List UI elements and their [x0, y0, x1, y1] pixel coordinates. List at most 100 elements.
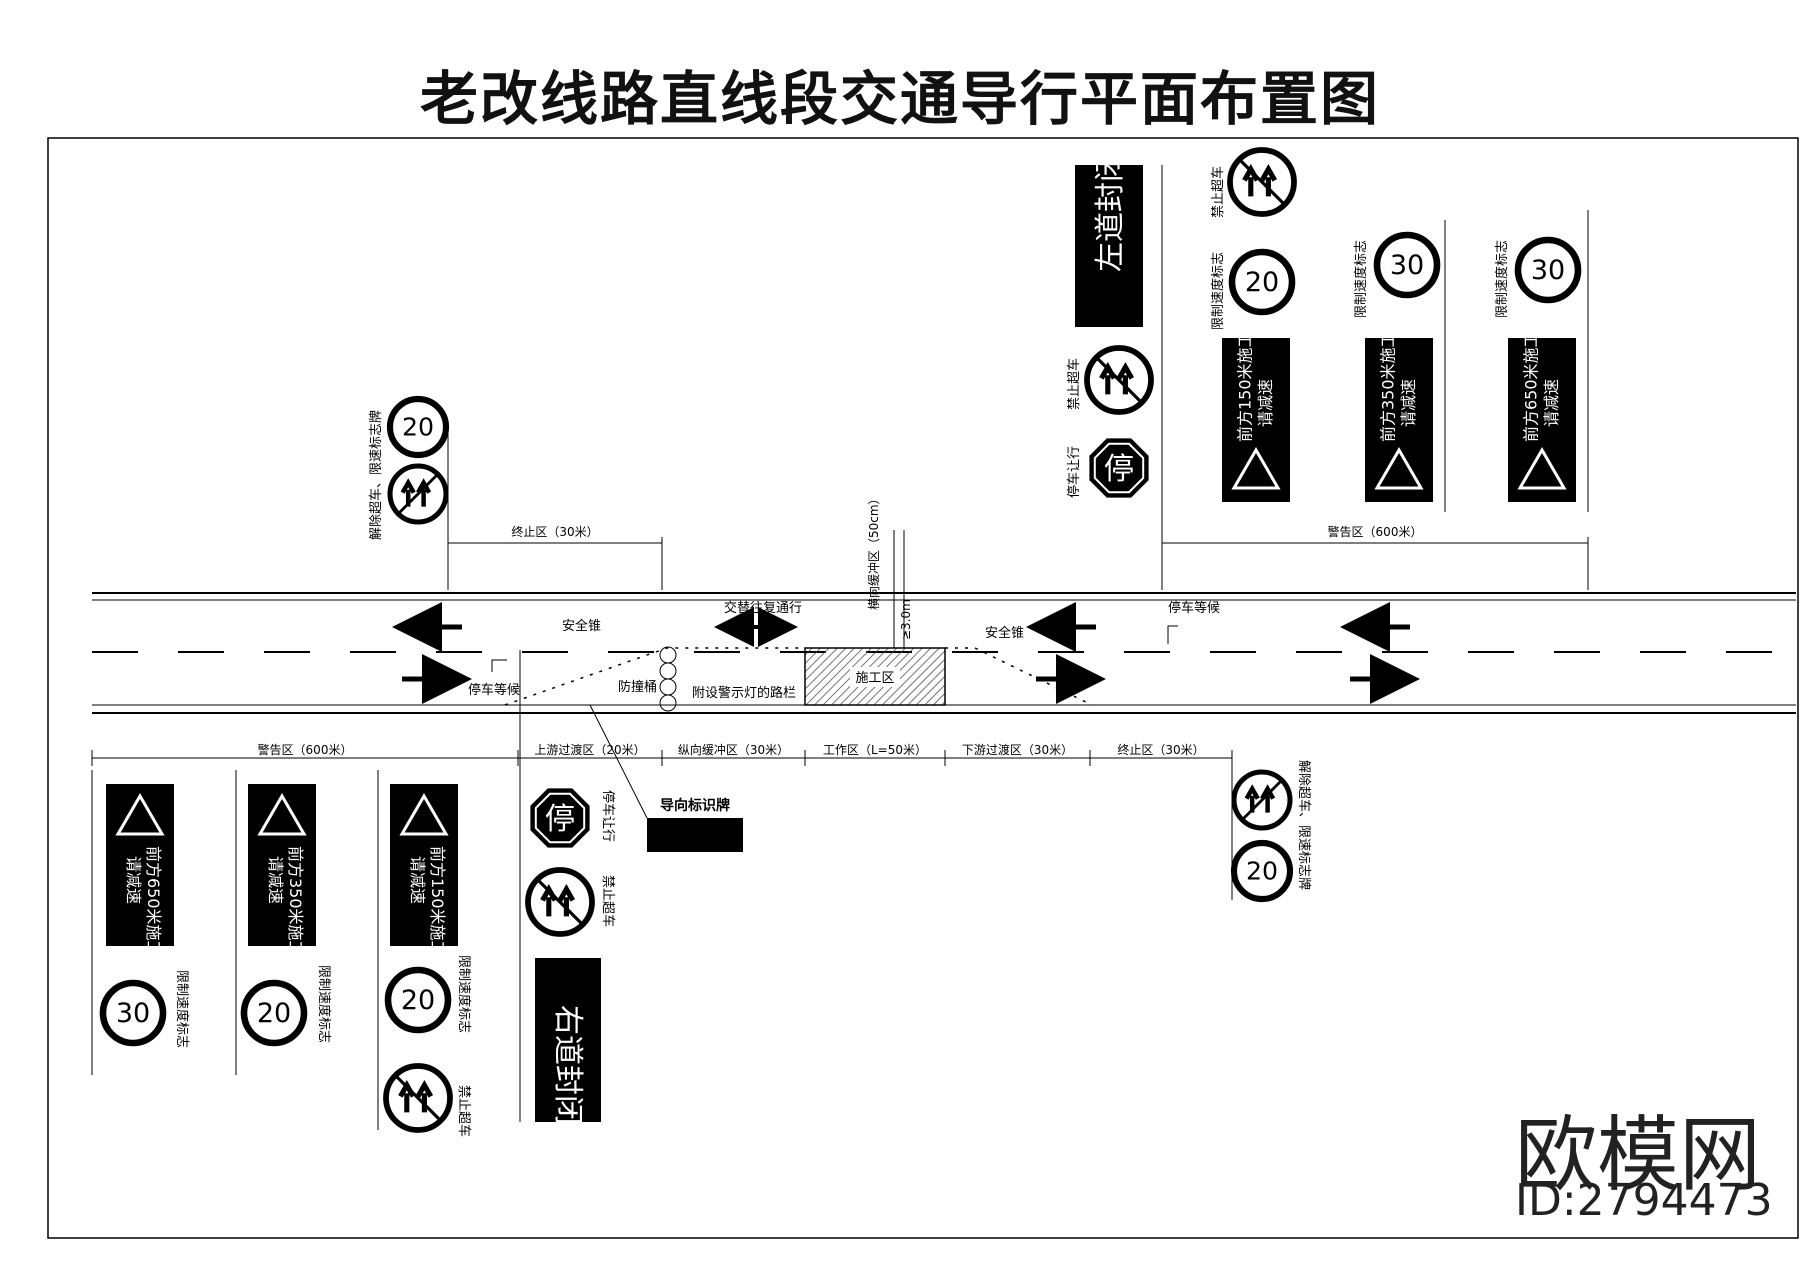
stop-line-left: [491, 659, 507, 672]
speed-limit-sign: 20: [386, 395, 450, 459]
right-lane-closed-panel: [535, 958, 601, 1122]
zone-label-bg: [827, 742, 923, 756]
zone-label-bottom: 工作区（L=50米）: [823, 743, 927, 757]
speed-ring: [1514, 236, 1582, 304]
speed-ring: [1228, 248, 1296, 316]
speed-value: 30: [1390, 250, 1424, 281]
remove-limit-label: 解除超车、限速标志牌: [1296, 760, 1312, 890]
zone-dimension-top: 终止区（30米）警告区（600米）: [447, 524, 1589, 590]
warning-panel-bg: [106, 784, 174, 946]
construction-warning-panel: 前方350米施工请减速: [1365, 331, 1433, 502]
speed-ring: [384, 966, 452, 1034]
warning-panel-bg: [1365, 338, 1433, 502]
zone-label-top: 终止区（30米）: [511, 524, 598, 539]
zone-label-bottom: 下游过渡区（30米）: [962, 742, 1073, 757]
warning-panel-bg: [1222, 338, 1290, 502]
crash-barrel-4: [659, 694, 677, 712]
no-overtake-icon: [383, 1063, 453, 1133]
lateral-buffer-label: 横向缓冲区（50cm）: [866, 492, 881, 610]
warning-panel-subtext: 请减速: [266, 856, 285, 904]
guide-sign: [647, 818, 743, 852]
drawing-frame: [47, 137, 1799, 1239]
speed-limit-label: 限制速度标志: [316, 965, 332, 1043]
zone-label-bottom: 终止区（30米）: [1117, 742, 1204, 757]
speed-limit-sign: 20: [240, 979, 308, 1047]
warning-panel-subtext: 请减速: [408, 856, 427, 904]
speed-limit-label: 限制速度标志: [456, 955, 472, 1033]
no-overtake-label: 禁止超车: [1210, 166, 1226, 218]
zone-label-bg: [969, 742, 1066, 756]
warning-panel-subtext: 请减速: [1256, 379, 1275, 427]
speed-value: 20: [1245, 267, 1279, 298]
speed-limit-sign: 30: [1373, 231, 1441, 299]
upstream-cone-taper: [504, 647, 805, 706]
left-lane-closed-panel: [1075, 165, 1143, 327]
watermark-brand: 欧模网: [1515, 1108, 1762, 1203]
no-overtake-label: 禁止超车: [1066, 358, 1082, 410]
warning-panel-text: 前方650米施工: [1522, 331, 1541, 442]
alternate-traffic-label: 交替往复通行: [724, 600, 802, 616]
stop-octagon: [1089, 438, 1149, 498]
warning-triangle-icon: [1231, 447, 1281, 490]
crash-barrel-1: [659, 646, 677, 664]
zone-label-bottom: 警告区（600米）: [258, 742, 353, 757]
remove-limit-label: 解除超车、限速标志牌: [368, 410, 384, 540]
no-overtake-icon: [1227, 147, 1297, 217]
warning-panel-text: 前方150米施工: [1236, 331, 1255, 442]
speed-ring: [99, 979, 167, 1047]
zone-label-bg: [1113, 742, 1209, 756]
warning-triangle-icon: [257, 793, 307, 836]
stop-wait-label-right: 停车等候: [1168, 600, 1220, 616]
speed-ring: [240, 979, 308, 1047]
construction-warning-panel: 前方150米施工请减速: [1222, 331, 1290, 502]
warning-panel-text: 前方150米施工: [428, 846, 447, 957]
speed-value: 20: [257, 998, 291, 1029]
right-lane-closed-text: 右道封闭: [550, 1005, 585, 1125]
warning-panel-subtext: 请减速: [1399, 379, 1418, 427]
warning-triangle-icon: [115, 793, 165, 836]
stop-wait-label-left: 停车等候: [468, 682, 520, 698]
warning-panel-text: 前方350米施工: [286, 846, 305, 957]
no-overtake-label: 禁止超车: [600, 875, 616, 927]
zone-label-bg: [257, 742, 353, 756]
speed-limit-sign: 30: [1514, 236, 1582, 304]
zone-label-bottom: 上游过渡区（20米）: [534, 742, 645, 757]
speed-limit-sign: 30: [99, 979, 167, 1047]
warning-panel-text: 前方650米施工: [144, 846, 163, 957]
speed-value: 30: [1531, 255, 1565, 286]
stop-yield-label: 停车让行: [600, 790, 616, 842]
safety-cone-label-left: 安全锥: [562, 618, 601, 634]
no-overtake-icon: [525, 867, 595, 937]
work-zone-label-bg: [850, 667, 900, 687]
stop-char: 停: [545, 802, 575, 837]
warning-panel-text: 前方350米施工: [1379, 331, 1398, 442]
stop-line-right: [1167, 625, 1178, 644]
stop-octagon: [530, 788, 590, 848]
warning-panel-bg: [248, 784, 316, 946]
work-zone-label: 施工区: [855, 671, 894, 686]
guide-sign-label: 导向标识牌: [660, 797, 730, 814]
speed-ring: [1230, 839, 1294, 903]
crash-barrel-3: [659, 678, 677, 696]
barrier-label: 附设警示灯的路栏: [692, 685, 796, 701]
warning-panel-bg: [1508, 338, 1576, 502]
downstream-cone-taper: [945, 647, 1093, 706]
speed-limit-sign: 20: [1230, 839, 1294, 903]
end-no-overtake-icon: [387, 463, 449, 525]
speed-value: 30: [116, 998, 150, 1029]
warning-panel-bg: [390, 784, 458, 946]
speed-value: 20: [402, 412, 434, 441]
speed-limit-label: 限制速度标志: [1494, 240, 1510, 318]
crash-barrel-2: [659, 662, 677, 680]
guide-sign-leader: [589, 704, 648, 819]
speed-value: 20: [401, 985, 435, 1016]
warning-triangle-icon: [399, 793, 449, 836]
speed-value: 20: [1246, 856, 1278, 885]
speed-ring: [1373, 231, 1441, 299]
stop-sign: 停: [1089, 438, 1149, 498]
safety-cones: [504, 646, 1093, 712]
traffic-arrows: [392, 602, 1420, 704]
zone-dimension-bottom: 警告区（600米）上游过渡区（20米）纵向缓冲区（30米）工作区（L=50米）下…: [91, 742, 1233, 766]
